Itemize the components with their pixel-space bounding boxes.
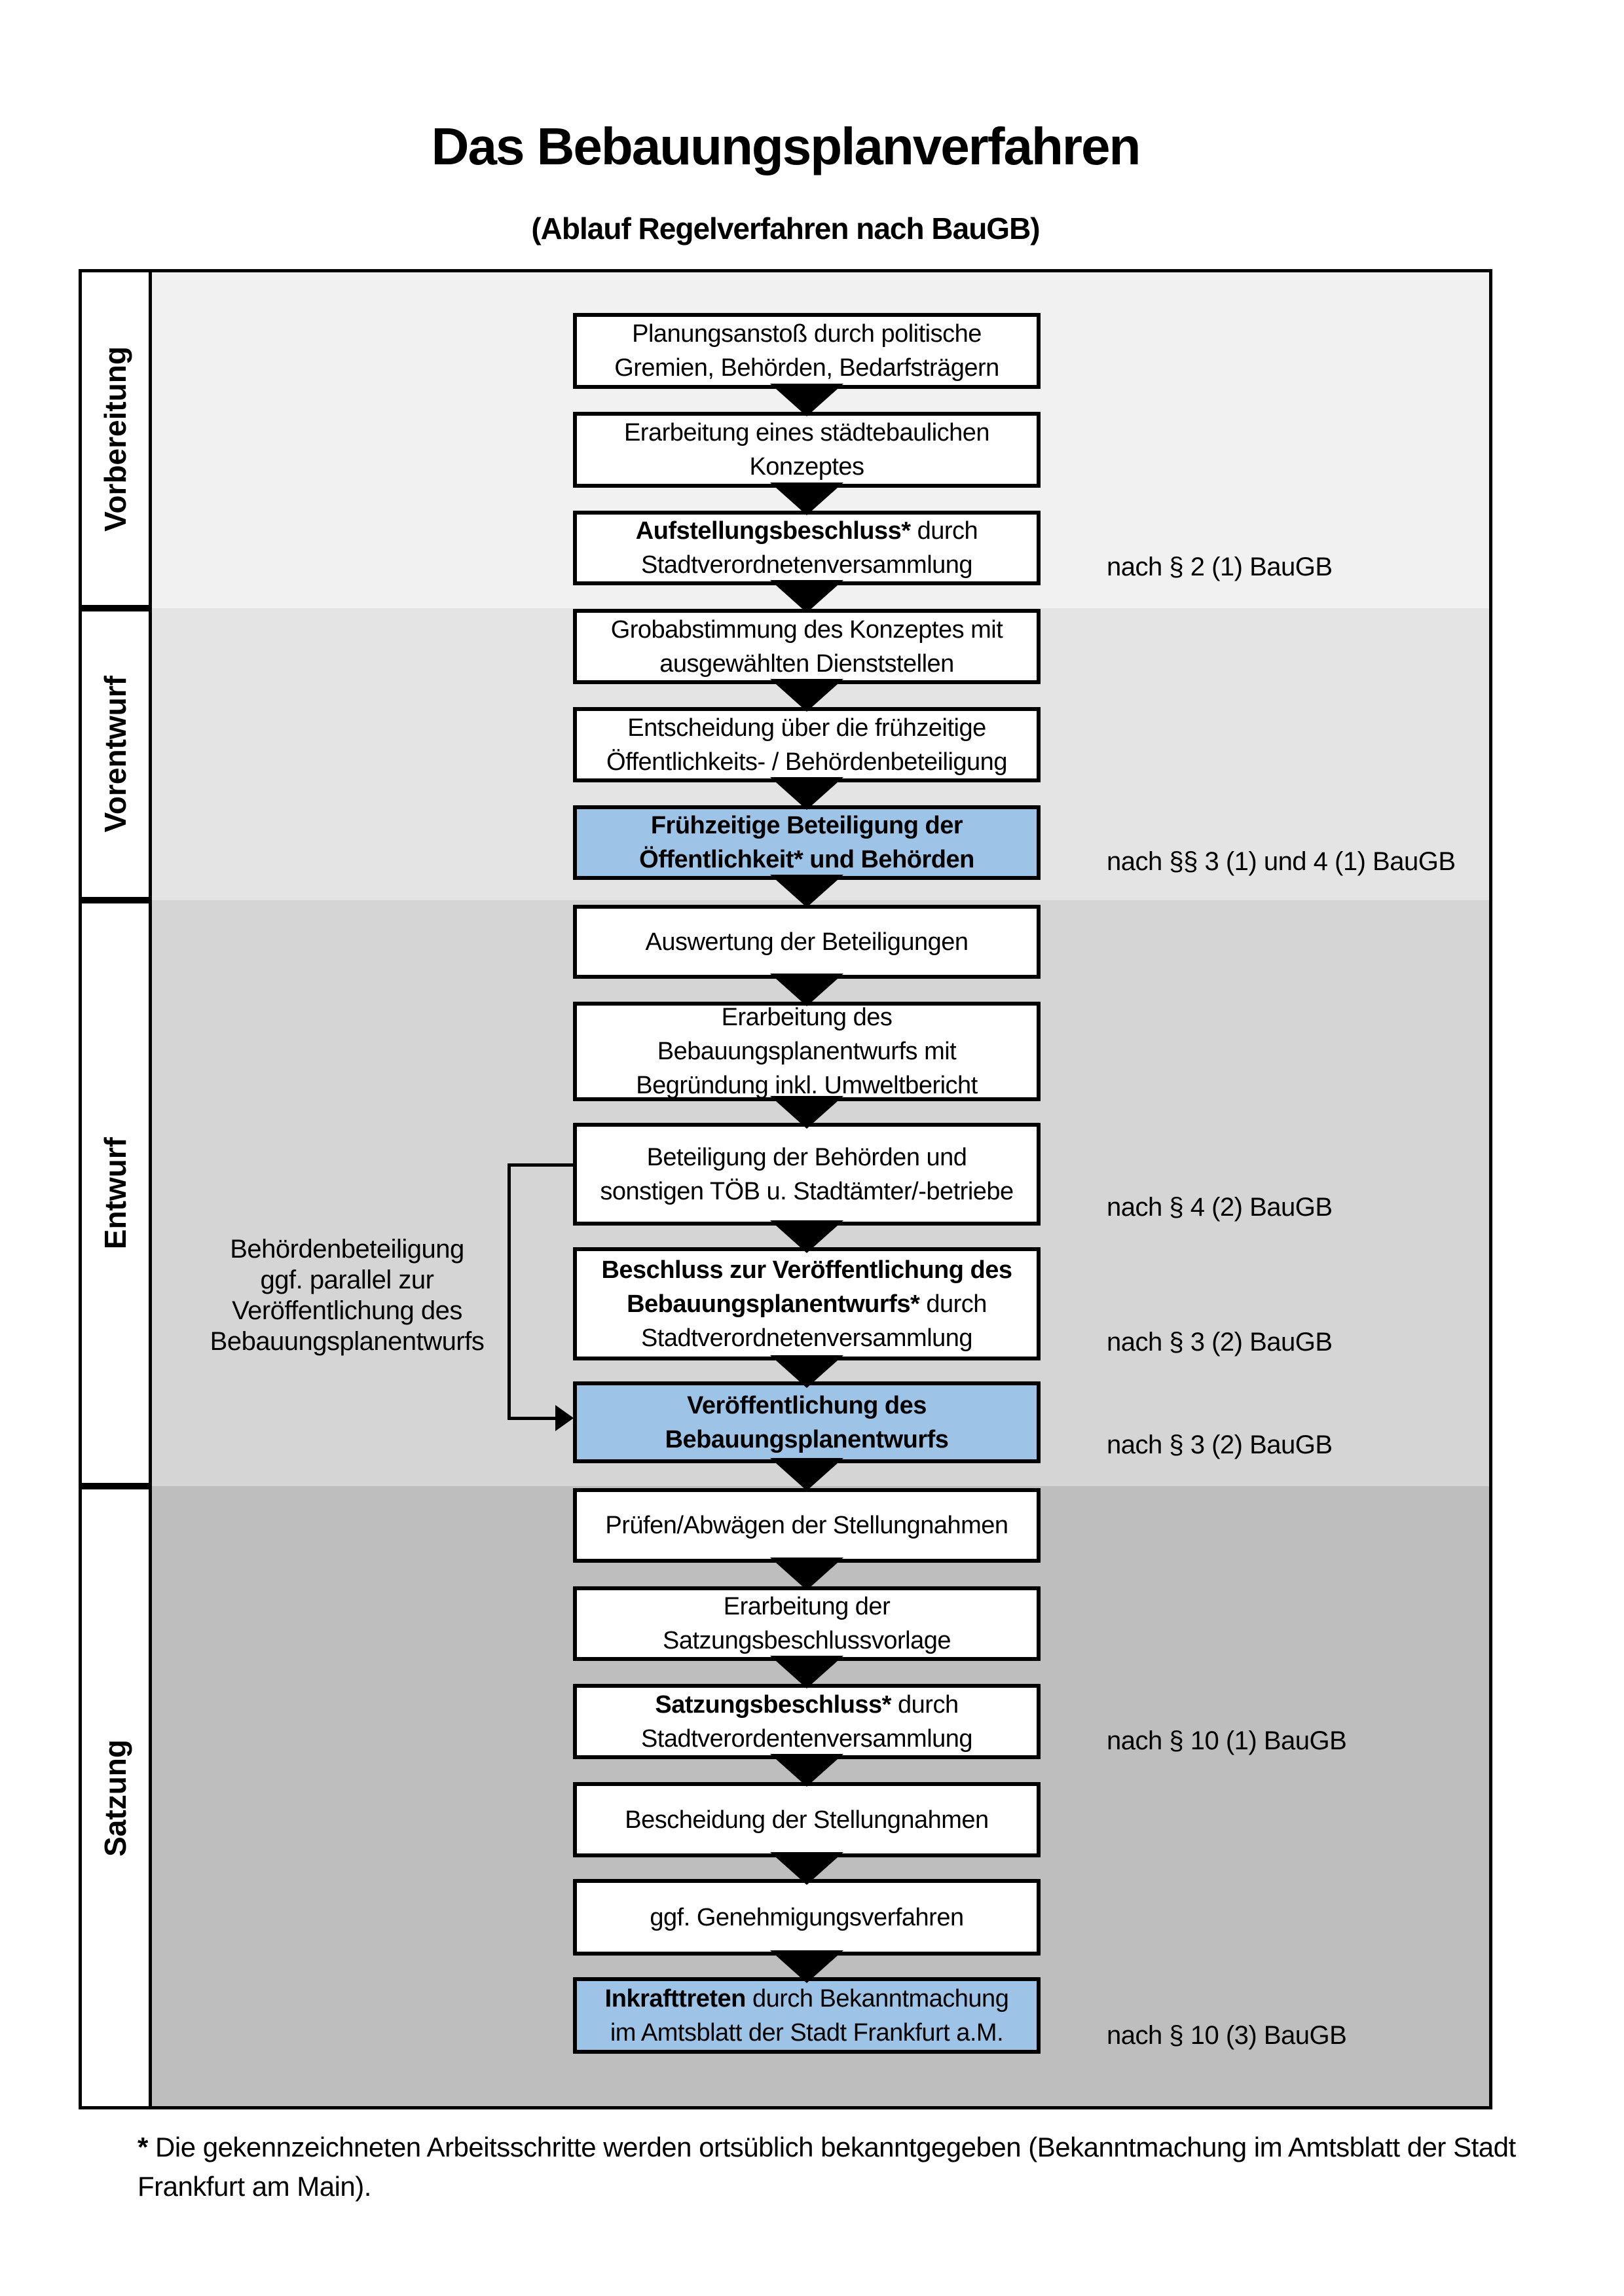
step-box-aufstellungsbeschluss: Aufstellungsbeschluss* durch Stadtverord… — [573, 511, 1041, 585]
parallel-connector-line — [507, 1417, 557, 1420]
step-text-line: Satzungsbeschluss* durch — [655, 1690, 959, 1719]
side-annotation-line: Bebauungsplanentwurfs — [210, 1327, 485, 1356]
step-text-line: Erarbeitung eines städtebaulichen — [623, 419, 990, 446]
footnote: * Die gekennzeichneten Arbeitsschritte w… — [138, 2128, 1539, 2206]
step-text-line: Bescheidung der Stellungnahmen — [625, 1806, 989, 1834]
step-box-satzungsvorlage: Erarbeitung der Satzungsbeschlussvorlage — [573, 1586, 1041, 1661]
step-text-line: Bebauungsplanentwurfs — [665, 1425, 949, 1453]
step-text-line: Öffentlichkeits- / Behördenbeteiligung — [606, 748, 1007, 776]
flow-arrow-icon — [770, 1458, 843, 1491]
phase-label-text: Vorentwurf — [98, 676, 132, 833]
step-text-line: Bebauungsplanentwurfs* durch — [627, 1290, 987, 1318]
flow-arrow-icon — [770, 1852, 843, 1885]
phase-label-satzung: Satzung — [79, 1486, 152, 2109]
step-box-veroeffentlichung: Veröffentlichung des Bebauungsplanentwur… — [573, 1381, 1041, 1463]
legal-reference: nach § 3 (2) BauGB — [1107, 1328, 1333, 1357]
step-box-pruefen-abwaegen: Prüfen/Abwägen der Stellungnahmen — [573, 1488, 1041, 1563]
step-text-line: im Amtsblatt der Stadt Frankfurt a.M. — [610, 2018, 1004, 2047]
flow-arrow-icon — [770, 580, 843, 613]
step-box-inkrafttreten: Inkrafttreten durch Bekanntmachung im Am… — [573, 1977, 1041, 2054]
step-box-entscheidung-beteiligung: Entscheidung über die frühzeitige Öffent… — [573, 707, 1041, 782]
step-text-line: Stadtverordnetenversammlung — [640, 1324, 973, 1352]
step-text-line: Planungsanstoß durch politische — [632, 320, 982, 348]
page-title: Das Bebauungsplanverfahren — [431, 117, 1141, 175]
step-text-line: Stadtverordnetenversammlung — [640, 551, 973, 579]
step-text-line: Prüfen/Abwägen der Stellungnahmen — [605, 1512, 1008, 1539]
phase-label-text: Entwurf — [98, 1137, 132, 1250]
flow-arrow-icon — [770, 1950, 843, 1983]
phase-label-vorentwurf: Vorentwurf — [79, 608, 152, 900]
step-text-line: Beteiligung der Behörden und — [646, 1143, 967, 1171]
flow-arrow-icon — [770, 1558, 843, 1590]
step-text-line: ggf. Genehmigungsverfahren — [650, 1903, 964, 1931]
flow-arrow-icon — [770, 679, 843, 712]
step-text-line: Bebauungsplanentwurfs mit — [657, 1038, 957, 1065]
step-box-veroeffentlichungs-beschluss: Beschluss zur Veröffentlichung des Bebau… — [573, 1247, 1041, 1360]
side-annotation-line: Behördenbeteiligung — [230, 1235, 464, 1264]
step-box-auswertung: Auswertung der Beteiligungen — [573, 905, 1041, 979]
step-box-behoerdenbeteiligung: Beteiligung der Behörden und sonstigen T… — [573, 1123, 1041, 1226]
flow-arrow-icon — [770, 974, 843, 1006]
step-text-line: Erarbeitung der — [723, 1593, 891, 1620]
step-text-line: Stadtverordentenversammlung — [640, 1724, 973, 1753]
step-text-line: ausgewählten Dienststellen — [659, 649, 954, 678]
footnote-marker: * — [138, 2132, 148, 2162]
flow-arrow-icon — [770, 1220, 843, 1253]
step-box-planungsanstoss: Planungsanstoß durch politische Gremien,… — [573, 313, 1041, 389]
step-text-line: Öffentlichkeit* und Behörden — [639, 846, 974, 873]
flow-arrow-icon — [770, 483, 843, 515]
legal-reference: nach §§ 3 (1) und 4 (1) BauGB — [1107, 847, 1456, 876]
flow-arrow-icon — [770, 384, 843, 416]
legal-reference: nach § 10 (3) BauGB — [1107, 2021, 1347, 2050]
flow-arrow-icon — [770, 1656, 843, 1688]
parallel-connector-line — [507, 1163, 573, 1167]
step-box-konzept-erarbeitung: Erarbeitung eines städtebaulichen Konzep… — [573, 412, 1041, 488]
step-text-line: Beschluss zur Veröffentlichung des — [601, 1256, 1012, 1284]
step-text-line: Erarbeitung des — [721, 1004, 893, 1031]
step-text-line: Gremien, Behörden, Bedarfsträgern — [614, 354, 999, 382]
step-text-line: Inkrafttreten durch Bekanntmachung — [604, 1984, 1009, 2013]
step-box-satzungsbeschluss: Satzungsbeschluss* durch Stadtverordente… — [573, 1684, 1041, 1759]
step-text-line: Aufstellungsbeschluss* durch — [635, 517, 978, 545]
step-text-line: Frühzeitige Beteiligung der — [650, 812, 963, 839]
step-text-line: sonstigen TÖB u. Stadtämter/-betriebe — [600, 1177, 1014, 1205]
step-text-line: Grobabstimmung des Konzeptes mit — [610, 615, 1003, 644]
step-box-genehmigungsverfahren: ggf. Genehmigungsverfahren — [573, 1879, 1041, 1956]
parallel-connector-arrowhead-icon — [555, 1405, 574, 1431]
step-box-fruehzeitige-beteiligung: Frühzeitige Beteiligung der Öffentlichke… — [573, 805, 1041, 880]
side-annotation: Behördenbeteiligung ggf. parallel zur Ve… — [200, 1234, 494, 1357]
legal-reference: nach § 4 (2) BauGB — [1107, 1193, 1333, 1222]
step-text-line: Auswertung der Beteiligungen — [645, 928, 969, 956]
flow-arrow-icon — [770, 1754, 843, 1787]
flow-arrow-icon — [770, 1096, 843, 1129]
phase-label-text: Vorbereitung — [98, 346, 132, 532]
step-text-line: Konzeptes — [749, 453, 864, 481]
legal-reference: nach § 3 (2) BauGB — [1107, 1430, 1333, 1459]
step-text-line: Satzungsbeschlussvorlage — [662, 1627, 951, 1654]
step-box-bescheidung: Bescheidung der Stellungnahmen — [573, 1782, 1041, 1857]
parallel-connector-line — [507, 1163, 511, 1420]
legal-reference: nach § 2 (1) BauGB — [1107, 553, 1333, 581]
step-text-line: Veröffentlichung des — [687, 1391, 927, 1419]
phase-label-vorbereitung: Vorbereitung — [79, 269, 152, 608]
flow-arrow-icon — [770, 777, 843, 810]
step-text-line: Entscheidung über die frühzeitige — [627, 714, 986, 742]
legal-reference: nach § 10 (1) BauGB — [1107, 1726, 1347, 1755]
flow-arrow-icon — [770, 875, 843, 907]
page-subtitle: (Ablauf Regelverfahren nach BauGB) — [531, 211, 1040, 246]
phase-label-entwurf: Entwurf — [79, 900, 152, 1486]
flow-arrow-icon — [770, 1355, 843, 1388]
side-annotation-line: ggf. parallel zur — [260, 1266, 434, 1294]
step-text-line: Begründung inkl. Umweltbericht — [636, 1072, 978, 1099]
step-box-grobabstimmung: Grobabstimmung des Konzeptes mit ausgewä… — [573, 609, 1041, 684]
step-box-entwurf-erarbeitung: Erarbeitung des Bebauungsplanentwurfs mi… — [573, 1002, 1041, 1101]
phase-label-text: Satzung — [98, 1739, 132, 1857]
footnote-text: Die gekennzeichneten Arbeitsschritte wer… — [138, 2132, 1516, 2202]
side-annotation-line: Veröffentlichung des — [232, 1296, 462, 1325]
